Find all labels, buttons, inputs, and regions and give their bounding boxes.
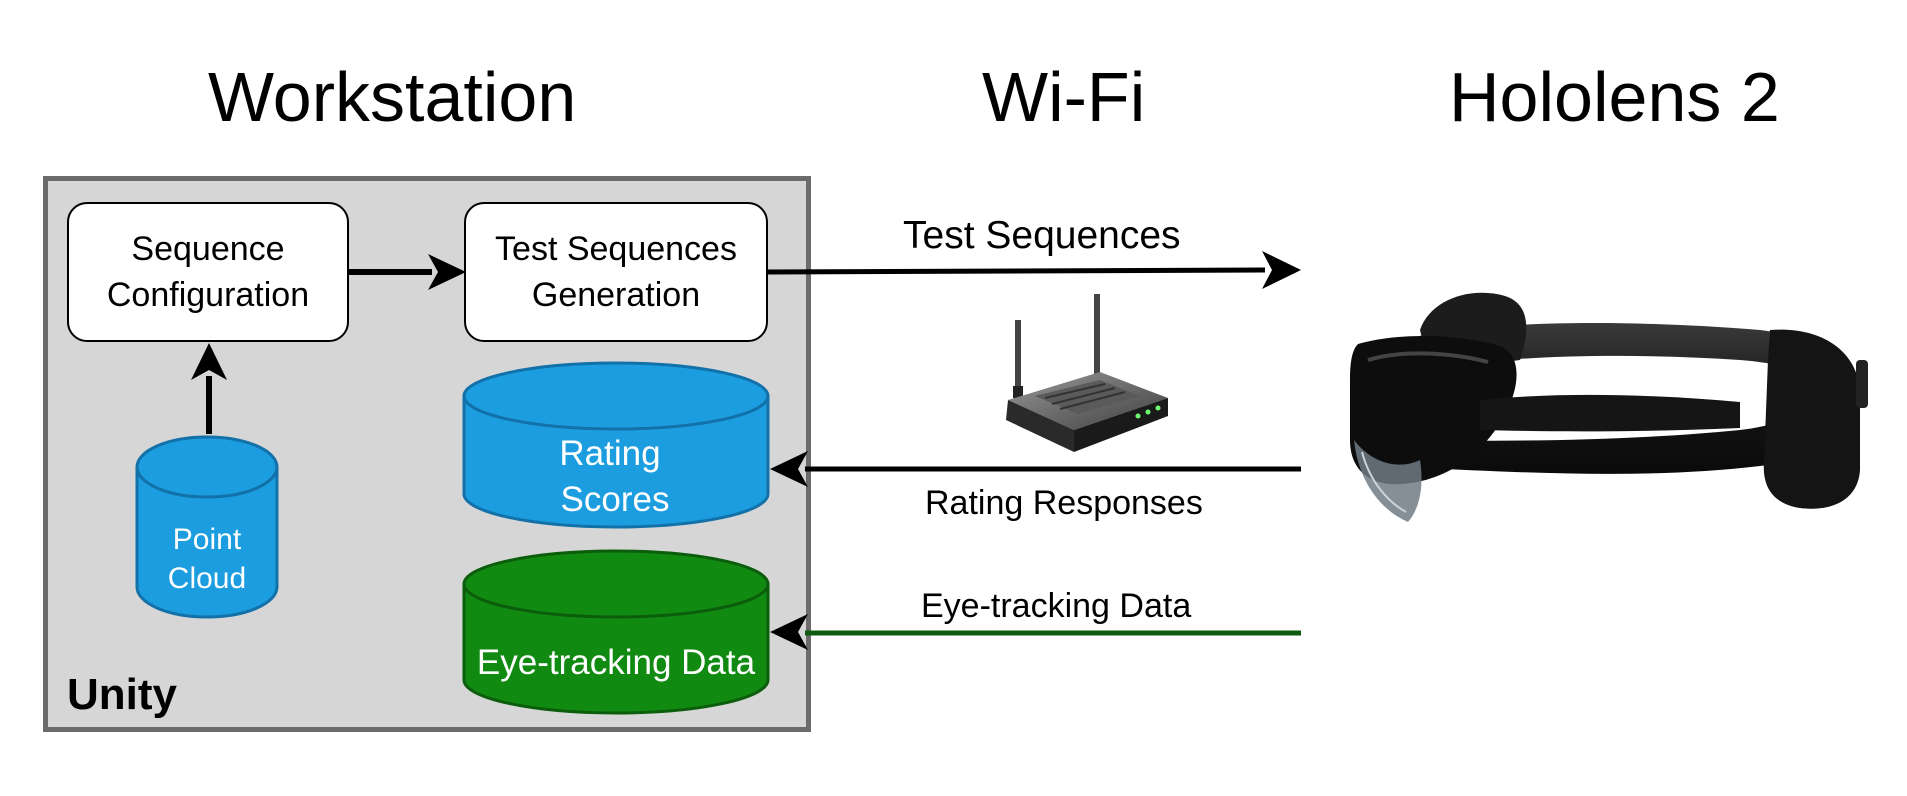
unity-label: Unity	[67, 670, 177, 719]
rating-scores-label-line1: Rating	[559, 434, 660, 473]
rating-scores-database: Rating Scores	[462, 361, 770, 529]
pointcloud-to-config-arrow	[191, 343, 227, 434]
sequence-configuration-label: Sequence Configuration	[106, 230, 310, 314]
wifi-router-icon	[1006, 294, 1168, 452]
eye-tracking-db-label: Eye-tracking Data	[477, 643, 756, 682]
rating-responses-edge-label: Rating Responses	[925, 484, 1203, 522]
workstation-heading: Workstation	[208, 58, 577, 136]
eye-tracking-database: Eye-tracking Data	[462, 549, 770, 715]
test-sequences-generation-label: Test Sequences Generation	[495, 230, 737, 314]
test-sequences-edge-label: Test Sequences	[903, 214, 1181, 257]
point-cloud-label-line2: Cloud	[168, 562, 246, 595]
wifi-heading: Wi-Fi	[982, 58, 1146, 136]
eye-tracking-edge-label: Eye-tracking Data	[921, 587, 1192, 625]
rating-scores-label-line2: Scores	[561, 480, 670, 519]
test-sequences-arrow	[767, 251, 1301, 289]
hololens-heading: Hololens 2	[1449, 58, 1780, 136]
hololens-headset-icon	[1350, 292, 1868, 522]
eye-tracking-arrow	[770, 614, 1301, 650]
rating-responses-arrow	[770, 451, 1301, 487]
config-to-generation-arrow	[349, 254, 466, 290]
test-sequences-generation-box: Test Sequences Generation	[464, 202, 768, 342]
sequence-configuration-box: Sequence Configuration	[67, 202, 349, 342]
point-cloud-label-line1: Point	[173, 523, 242, 556]
point-cloud-database: Point Cloud	[135, 435, 279, 619]
